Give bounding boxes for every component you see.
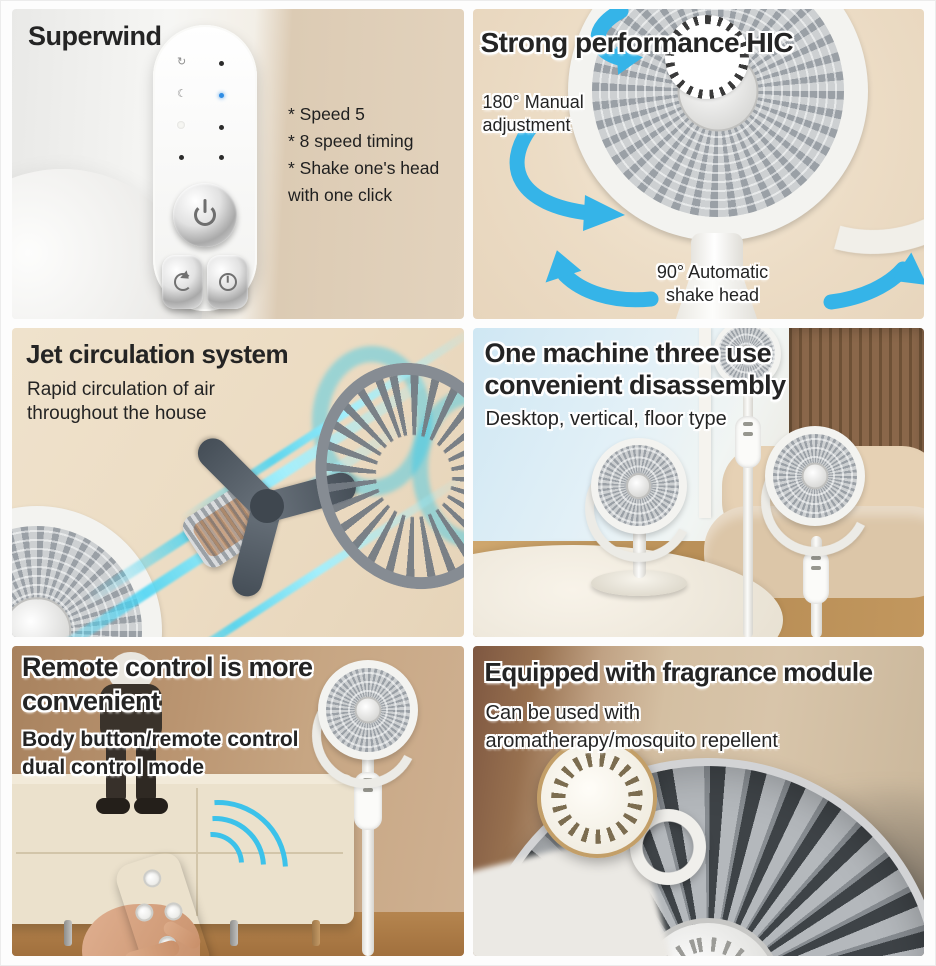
- panel-jet-circulation: Jet circulation system Rapid circulation…: [12, 327, 464, 638]
- fan-head-vertical: [712, 327, 781, 388]
- led-dot: [219, 61, 224, 66]
- panel-remote-control: Remote control is more convenient Body b…: [12, 646, 464, 956]
- arrowhead-icon: [582, 195, 625, 231]
- jet-title: Jet circulation system: [26, 338, 289, 369]
- remote-title-line1: Remote control is more: [22, 652, 313, 683]
- feature-list: * Speed 5 * 8 speed timing * Shake one's…: [288, 101, 460, 210]
- remote-power-button[interactable]: [140, 867, 164, 891]
- starburst-badge: [664, 15, 749, 99]
- three-use-subtitle: Desktop, vertical, floor type: [485, 407, 727, 430]
- fan-hub: [737, 344, 756, 363]
- fragrance-subtitle-line1: Can be used with: [485, 702, 641, 725]
- power-button[interactable]: [173, 183, 237, 247]
- toy-body: [100, 684, 162, 743]
- control-panel: ↻ ☾: [153, 25, 257, 311]
- led-dot: [219, 125, 224, 130]
- panel-fragrance: Equipped with fragrance module Can be us…: [472, 646, 924, 956]
- pole-control-capsule: [734, 415, 761, 468]
- fragrance-subtitle-line2: aromatherapy/mosquito repellent: [485, 730, 778, 753]
- performance-title: Strong performance HIC: [480, 27, 794, 58]
- led-dot: [219, 155, 224, 160]
- remote-button[interactable]: [162, 900, 185, 924]
- superwind-title: Superwind: [28, 21, 162, 51]
- pole-control-capsule: [802, 549, 829, 604]
- fan-head-desktop: [590, 437, 687, 534]
- led-dot-active: [219, 93, 224, 98]
- remote-title-line2: convenient: [22, 686, 160, 717]
- fan-neck: [690, 233, 743, 275]
- auto-shake-label: 90° Automatic shake head: [656, 262, 769, 306]
- light-indicator: [177, 121, 185, 129]
- timer-icon: [218, 273, 237, 291]
- oscillate-button[interactable]: [162, 255, 203, 309]
- power-icon: [194, 199, 216, 226]
- fan-hub: [625, 472, 652, 499]
- panel-three-use: One machine three use convenient disasse…: [472, 327, 924, 638]
- toy-leg: [136, 738, 156, 805]
- cabinet-leg: [230, 920, 238, 947]
- pole-control-capsule: [354, 772, 382, 831]
- jet-subtitle: Rapid circulation of air throughout the …: [27, 378, 215, 425]
- toy-boot: [134, 798, 168, 815]
- drawer-seam: [16, 852, 344, 855]
- sideboard-cabinet: [12, 774, 354, 925]
- pedestal-pole: [742, 391, 753, 638]
- fan-hub: [801, 462, 828, 490]
- feature-item: * 8 speed timing: [288, 131, 414, 152]
- manual-adjust-label: 180° Manual adjustment: [482, 92, 584, 136]
- panel-superwind: Superwind ↻ ☾ * Speed 5 * 8 speed timing: [12, 9, 464, 319]
- three-use-title-line2: convenient disassembly: [484, 369, 787, 400]
- cabinet-leg: [312, 920, 320, 947]
- three-use-title-line1: One machine three use: [484, 337, 772, 368]
- fragrance-title: Equipped with fragrance module: [484, 657, 874, 688]
- led-dot: [179, 155, 184, 160]
- curved-arrow-icon: [590, 9, 630, 67]
- remote-subtitle-line1: Body button/remote control: [22, 728, 299, 752]
- panel-grid: Superwind ↻ ☾ * Speed 5 * 8 speed timing: [12, 9, 924, 956]
- panel-performance: Strong performance HIC 180° Manual adjus…: [472, 9, 924, 319]
- window-frame: [698, 327, 711, 518]
- feature-item: * Shake one's head with one click: [288, 158, 440, 206]
- propeller-hub: [250, 488, 284, 523]
- airflow-arrows: [509, 9, 924, 310]
- remote-subtitle-line2: dual control mode: [22, 756, 205, 780]
- remote-button[interactable]: [133, 901, 156, 925]
- feature-item: * Speed 5: [288, 104, 365, 124]
- fan-hub: [354, 696, 382, 724]
- drawer-seam: [195, 788, 198, 917]
- sleep-mode-icon: ☾: [177, 88, 187, 100]
- cabinet-leg: [64, 920, 72, 947]
- oscillation-indicator-icon: ↻: [177, 56, 187, 68]
- fan-head-floor: [764, 425, 865, 526]
- rotate-icon: [173, 270, 196, 291]
- toy-boot: [96, 798, 130, 815]
- fan-head: [318, 660, 418, 761]
- toy-leg: [106, 738, 126, 805]
- timer-button[interactable]: [207, 255, 248, 309]
- desktop-fan-stem: [632, 525, 646, 578]
